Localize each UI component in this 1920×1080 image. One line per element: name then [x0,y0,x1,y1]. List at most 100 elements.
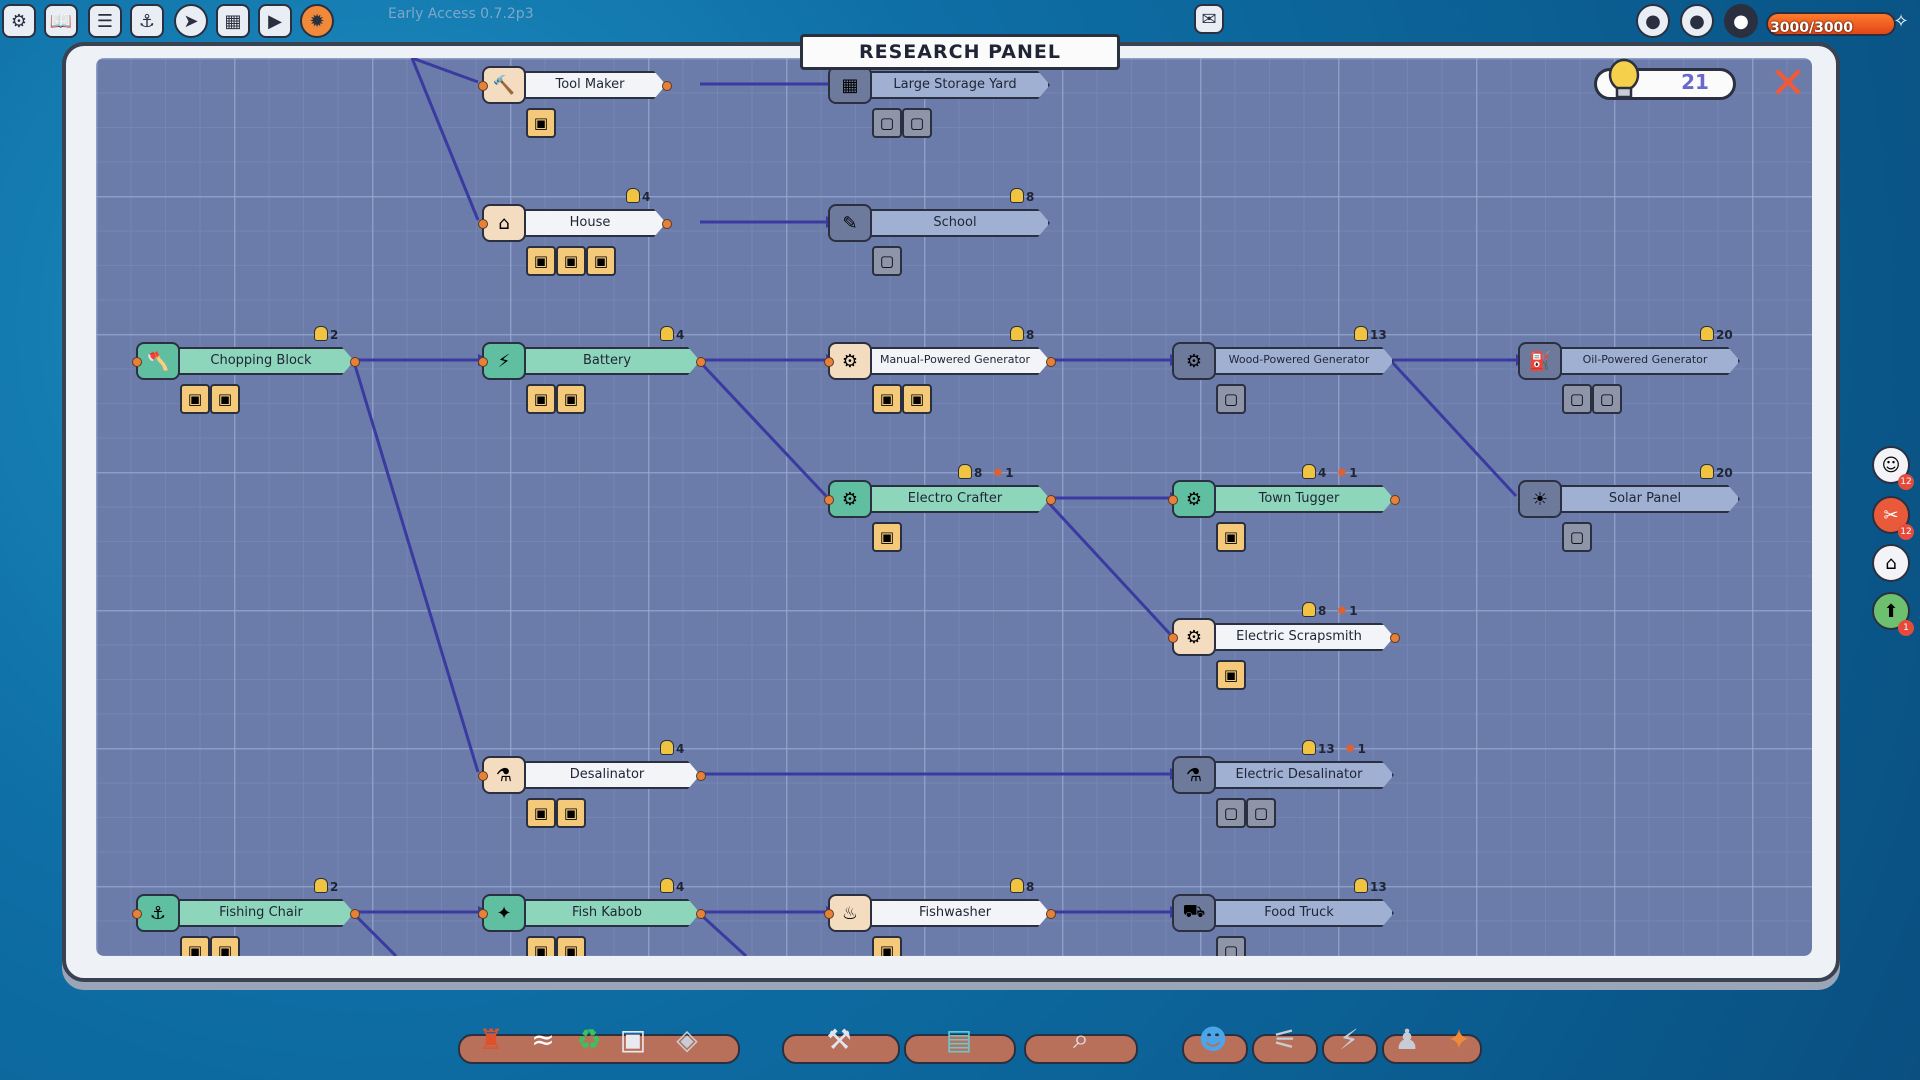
unlock-item-icon[interactable]: ▣ [556,798,586,828]
solar-panel-icon: ☀ [1518,480,1562,518]
unlock-item-icon[interactable]: ▣ [872,384,902,414]
research-node-town-tugger[interactable]: Town Tugger⚙ [1168,480,1400,518]
research-node-fishwasher[interactable]: Fishwasher♨ [824,894,1056,932]
calendar-icon[interactable]: ▦ [216,4,250,38]
unlock-item-icon[interactable]: ▣ [180,384,210,414]
research-cost: 4 [626,188,650,204]
unlock-item-icon[interactable]: ▢ [902,108,932,138]
unlock-item-icon[interactable]: ▣ [210,384,240,414]
unlock-item-icon[interactable]: ▣ [210,936,240,956]
journal-book-icon[interactable]: 📖 [44,4,78,38]
unlock-item-icon[interactable]: ▣ [556,936,586,956]
search-map-icon[interactable]: ⌕ [1073,1022,1089,1055]
unlock-item-icon[interactable]: ▣ [872,936,902,956]
link-battery-electro [698,360,828,498]
unlock-item-icon[interactable]: ▣ [872,522,902,552]
research-node-battery[interactable]: Battery⚡ [478,342,706,380]
notification-icon[interactable]: ✉ [1194,4,1224,34]
unlock-item-icon[interactable]: ▢ [872,108,902,138]
cost-value: 4 [676,742,685,756]
home-icon[interactable]: ⌂ [1872,544,1910,582]
unlock-item-icon[interactable]: ▣ [526,798,556,828]
link-dot [1046,909,1056,919]
unlock-item-icon[interactable]: ▢ [1216,384,1246,414]
research-node-chopping-block[interactable]: Chopping Block🪓 [132,342,360,380]
research-node-electric-desalinator[interactable]: Electric Desalinator⚗ [1172,756,1394,794]
gear-cost-value: 1 [1005,466,1014,480]
research-node-desalinator[interactable]: Desalinator⚗ [478,756,706,794]
research-node-electric-scrapsmith[interactable]: Electric Scrapsmith⚙ [1168,618,1400,656]
unlock-item-icon[interactable]: ▣ [526,936,556,956]
unlock-item-icon[interactable]: ▣ [526,384,556,414]
dock-icon[interactable]: ♜ [478,1022,504,1056]
research-node-manual-gen[interactable]: Manual-Powered Generator⚙ [824,342,1056,380]
unlock-item-icon[interactable]: ▢ [1562,384,1592,414]
settings-gear-icon[interactable]: ⚙ [2,4,36,38]
close-button[interactable]: ✕ [1769,58,1807,109]
person-icon[interactable]: ☻ [1198,1022,1228,1056]
research-node-fishing-chair[interactable]: Fishing Chair⚓ [132,894,360,932]
unlock-item-icon[interactable]: ▣ [556,384,586,414]
unlock-item-icon[interactable]: ▣ [1216,522,1246,552]
unlock-item-icon[interactable]: ▣ [526,108,556,138]
link-electro-scrap [1044,498,1172,636]
unlock-item-icon[interactable]: ▢ [872,246,902,276]
battery-icon: ⚡ [482,342,526,380]
unlock-item-icon[interactable]: ▣ [902,384,932,414]
research-node-tool-maker[interactable]: Tool Maker🔨 [478,66,672,104]
research-cost: 4 [660,878,684,894]
recycle-icon[interactable]: ♻ [576,1022,602,1056]
cost-value: 4 [676,328,685,342]
bulb-cost-icon [660,740,674,755]
research-node-solar-panel[interactable]: Solar Panel☀ [1518,480,1740,518]
wave-icon[interactable]: ≈ [531,1022,555,1056]
unlock-item-icon[interactable]: ▢ [1562,522,1592,552]
cog-icon[interactable]: ✹ [300,4,334,38]
unlock-item-icon[interactable]: ▢ [1246,798,1276,828]
compass-icon[interactable]: ➤ [174,4,208,38]
research-links [352,58,1528,956]
notes-icon[interactable]: ☰ [88,4,122,38]
link-dot [1168,633,1178,643]
unlock-item-icon[interactable]: ▣ [526,246,556,276]
research-node-large-storage-yard[interactable]: Large Storage Yard▦ [828,66,1050,104]
anchor-icon[interactable]: ⚓ [130,4,164,38]
link-kabob-down [698,912,748,956]
settings-round-icon[interactable]: ● [1724,4,1758,38]
fish-icon[interactable]: ◈ [676,1022,698,1056]
unlock-item-icon[interactable]: ▢ [1592,384,1622,414]
avatar-bird-icon[interactable]: ● [1680,4,1714,38]
research-node-food-truck[interactable]: Food Truck⛟ [1172,894,1394,932]
unlock-item-icon[interactable]: ▣ [1216,660,1246,690]
bird-icon[interactable]: ✦ [1447,1022,1471,1056]
unlock-item-icon[interactable]: ▢ [1216,798,1246,828]
link-dot [1168,495,1178,505]
link-dot [662,219,672,229]
node-label: Food Truck [1264,905,1334,920]
cost-value: 8 [1026,190,1035,204]
bulb-cost-icon [1354,878,1368,893]
build-hammer-icon[interactable]: ⚒ [826,1022,852,1056]
research-points-value: 21 [1681,70,1709,94]
link-dot [696,357,706,367]
research-cost: 8 [1010,188,1034,204]
play-speed-icon[interactable]: ▶ [258,4,292,38]
lightning-icon[interactable]: ⚡ [1339,1022,1359,1056]
research-node-electro-crafter[interactable]: Electro Crafter⚙ [824,480,1056,518]
unlock-item-icon[interactable]: ▣ [586,246,616,276]
research-node-wood-gen[interactable]: Wood-Powered Generator⚙ [1172,342,1394,380]
house-icon: ⌂ [482,204,526,242]
research-node-fish-kabob[interactable]: Fish Kabob✦ [478,894,706,932]
research-node-house[interactable]: House⌂ [478,204,672,242]
saw-icon[interactable]: ⚟ [1272,1022,1298,1056]
research-node-oil-gen[interactable]: Oil-Powered Generator⛽ [1518,342,1740,380]
map-icon[interactable]: ▤ [945,1022,973,1056]
unlock-item-icon[interactable]: ▢ [1216,936,1246,956]
bucket-icon[interactable]: ▣ [619,1022,647,1056]
avatar-penguin-icon[interactable]: ● [1636,4,1670,38]
research-node-school[interactable]: School✎ [828,204,1050,242]
research-cost: 4✹1 [1302,464,1358,481]
captain-icon[interactable]: ♟ [1394,1022,1420,1056]
unlock-item-icon[interactable]: ▣ [180,936,210,956]
unlock-item-icon[interactable]: ▣ [556,246,586,276]
